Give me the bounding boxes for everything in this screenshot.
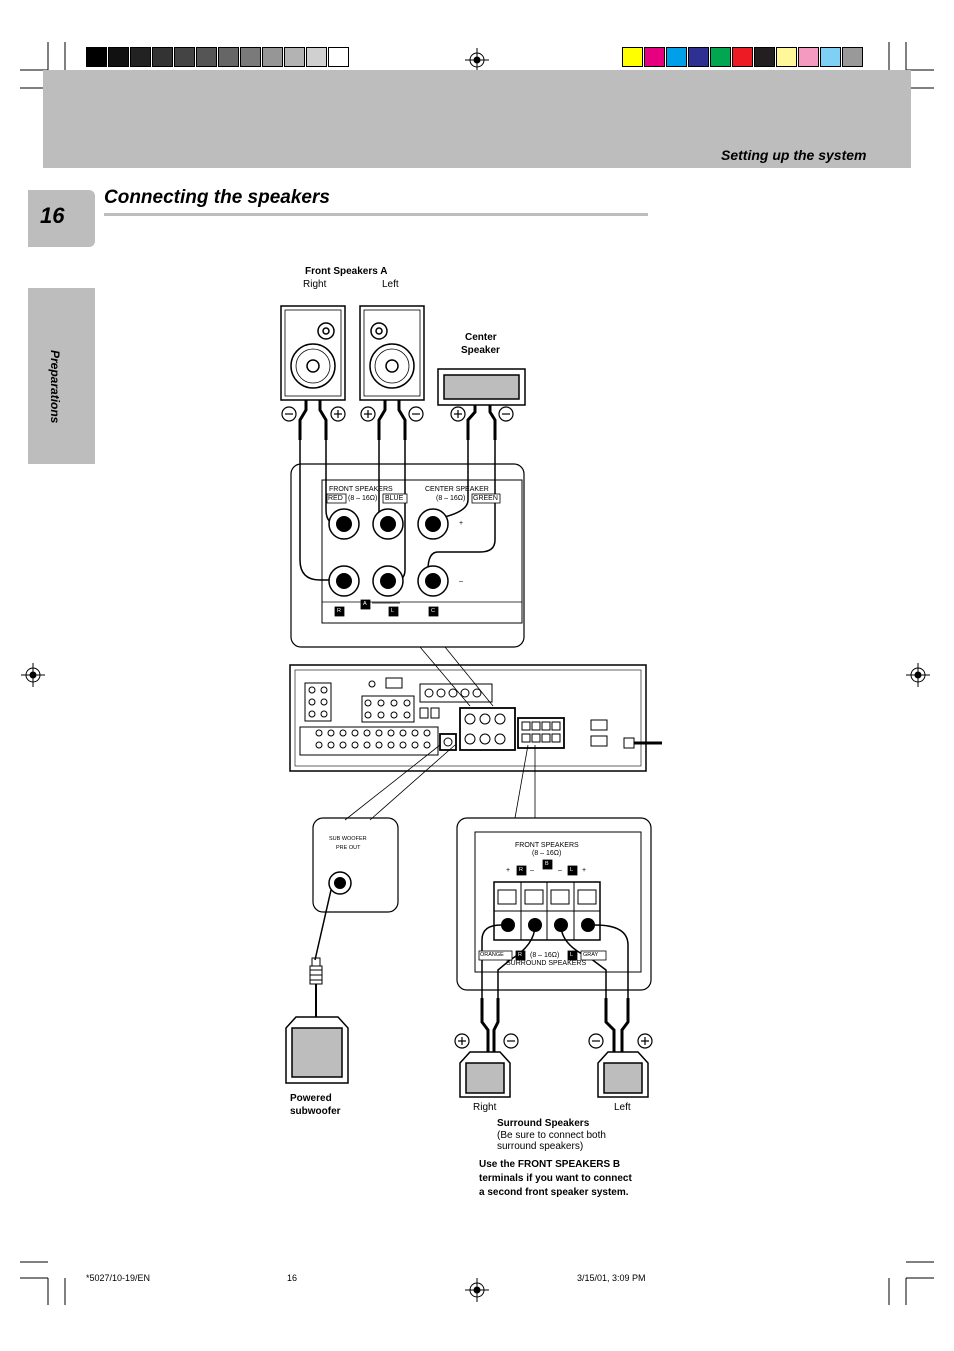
surround-note-1: (Be sure to connect both xyxy=(497,1130,606,1141)
color-swatch xyxy=(710,47,731,67)
speaker-wires-bottom xyxy=(480,924,630,1052)
gray-tag: GRAY xyxy=(583,952,599,958)
color-swatch xyxy=(306,47,327,67)
color-swatch xyxy=(622,47,643,67)
front-b-impedance: (8 – 16Ω) xyxy=(532,850,562,857)
color-swatch xyxy=(240,47,261,67)
r-badge-b: R xyxy=(519,867,523,873)
front-speaker-right-icon xyxy=(280,305,346,401)
surround-note-2: surround speakers) xyxy=(497,1141,584,1152)
footer-page: 16 xyxy=(287,1273,298,1283)
color-swatch xyxy=(284,47,305,67)
plus-sign-b-right: + xyxy=(582,867,587,874)
color-swatch xyxy=(86,47,107,67)
red-tag: RED xyxy=(328,495,343,502)
center-speaker-icon xyxy=(437,368,526,406)
blue-tag: BLUE xyxy=(385,495,404,502)
terminal-panel-bottom xyxy=(456,817,652,991)
powered-subwoofer-label-1: Powered xyxy=(290,1093,332,1104)
polarity-symbols-top xyxy=(281,406,514,422)
color-swatch xyxy=(174,47,195,67)
color-swatch xyxy=(644,47,665,67)
a-badge: A xyxy=(363,601,367,607)
color-swatch xyxy=(262,47,283,67)
registration-mark-icon xyxy=(21,48,930,1302)
front-right-label: Right xyxy=(303,279,327,290)
color-swatch xyxy=(842,47,863,67)
surround-speaker-left-icon xyxy=(597,1051,649,1098)
terminal-panel-top xyxy=(290,463,525,648)
minus-sign-b-left: – xyxy=(530,867,534,874)
surround-speaker-right-icon xyxy=(459,1051,511,1098)
c-badge: C xyxy=(431,608,435,614)
center-speaker-terminal-label: CENTER SPEAKER xyxy=(425,486,489,493)
minus-sign: – xyxy=(459,578,463,585)
color-swatch xyxy=(754,47,775,67)
plus-sign: + xyxy=(459,520,464,527)
front-speakers-terminal-label: FRONT SPEAKERS xyxy=(329,486,393,493)
front-impedance: (8 – 16Ω) xyxy=(348,495,378,502)
r-badge: R xyxy=(337,608,341,614)
side-tab xyxy=(28,288,95,464)
subwoofer-label-2: PRE OUT xyxy=(336,845,361,851)
powered-subwoofer-label-2: subwoofer xyxy=(290,1106,341,1117)
color-swatch xyxy=(328,47,349,67)
color-swatch xyxy=(152,47,173,67)
page-number-tab xyxy=(28,190,95,247)
title-underline xyxy=(104,213,648,216)
color-swatch xyxy=(218,47,239,67)
front-speakers-a-label: Front Speakers A xyxy=(305,266,388,277)
polarity-symbols-bottom xyxy=(454,1033,653,1049)
green-tag: GREEN xyxy=(473,495,498,502)
surround-right-label: Right xyxy=(473,1102,497,1113)
color-swatch xyxy=(108,47,129,67)
instruction-line-2: terminals if you want to connect xyxy=(479,1173,632,1184)
color-swatch xyxy=(196,47,217,67)
color-swatch xyxy=(732,47,753,67)
subwoofer-panel xyxy=(312,817,399,961)
color-swatch xyxy=(798,47,819,67)
page-title: Connecting the speakers xyxy=(104,187,330,208)
surround-speakers-terminal-label: SURROUND SPEAKERS xyxy=(506,960,587,967)
surround-left-label: Left xyxy=(614,1102,631,1113)
surround-speakers-label: Surround Speakers xyxy=(497,1118,590,1129)
surround-impedance: (8 – 16Ω) xyxy=(530,952,560,959)
r-badge-surround: R xyxy=(518,952,522,958)
front-left-label: Left xyxy=(382,279,399,290)
front-speakers-b-label: FRONT SPEAKERS xyxy=(515,842,579,849)
powered-subwoofer-icon xyxy=(285,1016,349,1084)
plus-sign-b-left: + xyxy=(506,867,511,874)
orange-tag: ORANGE xyxy=(480,952,504,958)
color-swatch xyxy=(666,47,687,67)
instruction-line-3: a second front speaker system. xyxy=(479,1187,629,1198)
instruction-line-1: Use the FRONT SPEAKERS B xyxy=(479,1159,621,1170)
color-swatch xyxy=(776,47,797,67)
minus-sign-b-right: – xyxy=(558,867,562,874)
b-badge: B xyxy=(545,861,549,867)
color-swatch xyxy=(820,47,841,67)
l-badge-surround: L xyxy=(570,952,574,958)
footer-timestamp: 3/15/01, 3:09 PM xyxy=(577,1273,646,1283)
rca-plug-icon xyxy=(309,957,323,1018)
color-swatch xyxy=(130,47,151,67)
subwoofer-label-1: SUB WOOFER xyxy=(329,836,367,842)
front-speaker-left-icon xyxy=(359,305,425,401)
footer-code: *5027/10-19/EN xyxy=(86,1273,151,1283)
header-band xyxy=(43,70,911,168)
section-title: Setting up the system xyxy=(721,147,867,163)
color-swatch xyxy=(688,47,709,67)
center-speaker-label-1: Center xyxy=(465,332,497,343)
receiver-rear-panel-icon xyxy=(289,664,662,772)
l-badge-b: L xyxy=(570,867,574,873)
center-speaker-label-2: Speaker xyxy=(461,345,500,356)
l-badge: L xyxy=(391,608,395,614)
page-number: 16 xyxy=(40,203,65,228)
center-impedance: (8 – 16Ω) xyxy=(436,495,466,502)
